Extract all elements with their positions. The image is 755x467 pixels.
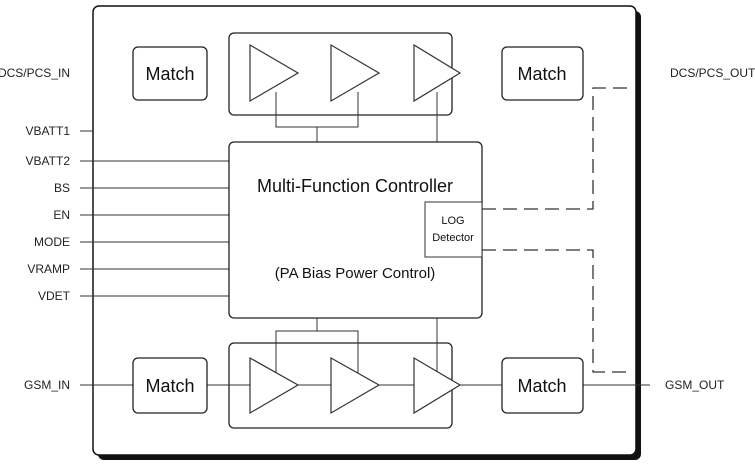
gsm-detector-coupling	[482, 249, 630, 373]
match-label: Match	[145, 376, 194, 396]
dcs-pcs-out-label: DCS/PCS_OUT	[670, 66, 755, 80]
pin-label-mode: MODE	[34, 235, 70, 249]
match-label: Match	[145, 64, 194, 84]
controller-title: Multi-Function Controller	[257, 176, 453, 196]
pin-label-vbatt1: VBATT1	[26, 124, 71, 138]
controller-subtitle: (PA Bias Power Control)	[275, 265, 436, 282]
amplifier-icon	[249, 356, 300, 415]
log-detector-line2: Detector	[432, 232, 474, 244]
log-detector-line1: LOG	[441, 215, 464, 227]
gsm-out-label: GSM_OUT	[665, 378, 725, 392]
match-dcs-out: Match	[501, 46, 584, 101]
match-gsm-in: Match	[132, 357, 208, 414]
dcs-detector-coupling	[482, 87, 630, 210]
pin-label-vdet: VDET	[38, 289, 71, 303]
match-gsm-out: Match	[501, 357, 584, 414]
amplifier-icon	[330, 356, 381, 415]
amplifier-icon	[330, 43, 381, 103]
amplifier-icon	[413, 43, 462, 103]
pin-label-bs: BS	[54, 181, 70, 195]
gsm-bias-lines	[275, 318, 438, 375]
match-label: Match	[517, 376, 566, 396]
match-dcs-in: Match	[132, 46, 208, 101]
amplifier-icon	[249, 43, 300, 103]
amplifier-icon	[413, 356, 462, 415]
gsm-in-label: GSM_IN	[24, 378, 70, 392]
pin-label-en: EN	[53, 208, 70, 222]
log-detector	[424, 201, 483, 258]
pin-label-vbatt2: VBATT2	[26, 154, 71, 168]
pin-label-vramp: VRAMP	[27, 262, 70, 276]
match-label: Match	[517, 64, 566, 84]
dcs-pcs-in-label: DCS/PCS_IN	[0, 66, 70, 80]
dcs-bias-lines	[275, 92, 438, 142]
